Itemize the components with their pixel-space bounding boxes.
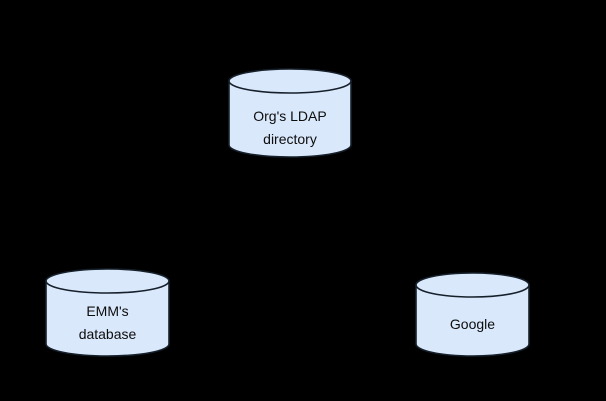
node-google[interactable]: Google (415, 272, 530, 357)
database-cylinder-icon (228, 68, 352, 158)
database-cylinder-icon (45, 268, 170, 357)
node-emm[interactable]: EMM's database (45, 268, 170, 357)
node-ldap[interactable]: Org's LDAP directory (228, 68, 352, 158)
database-cylinder-icon (415, 272, 530, 357)
